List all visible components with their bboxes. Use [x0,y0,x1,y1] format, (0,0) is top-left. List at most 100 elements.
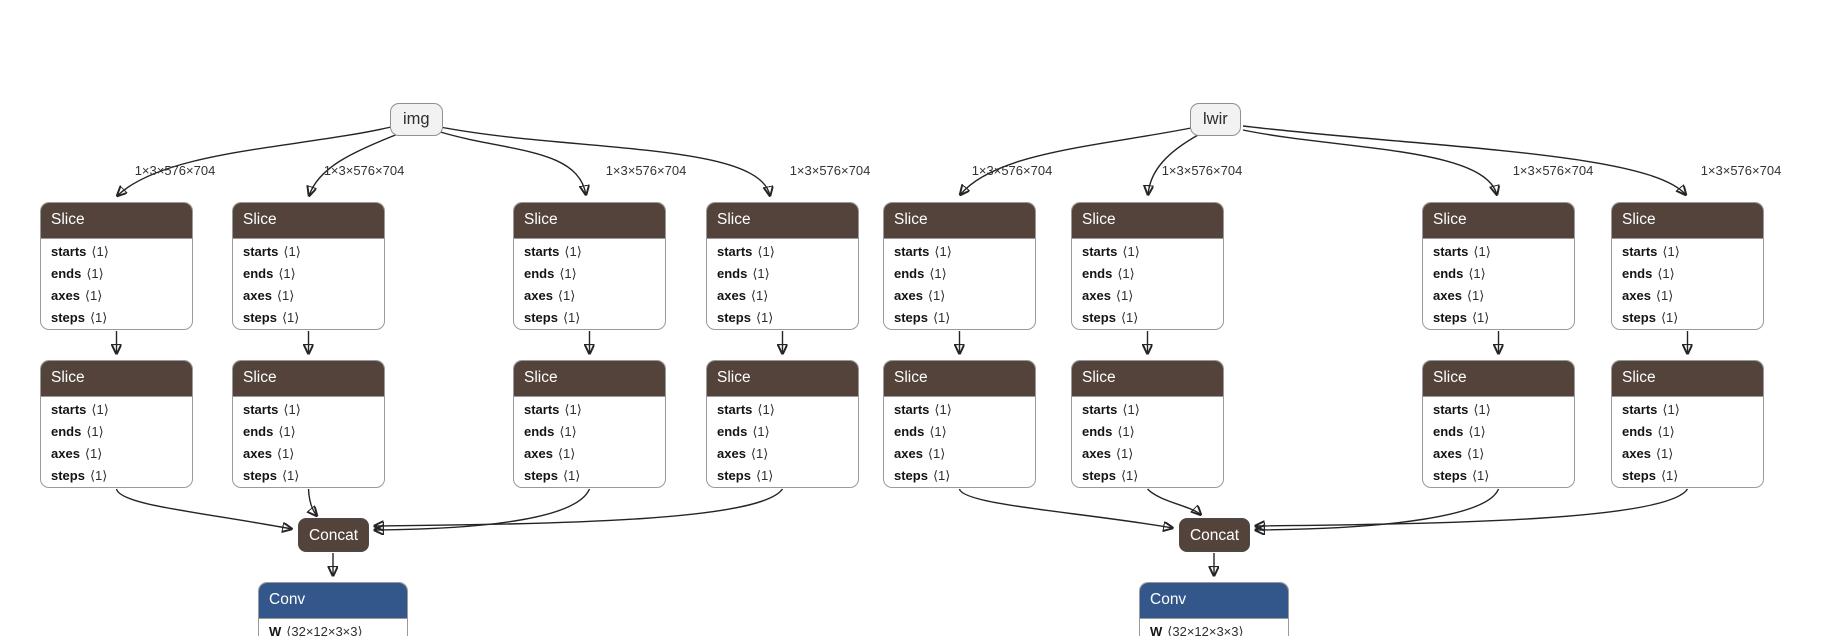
conv-node-title[interactable]: Conv [1140,583,1288,619]
attribute-value: ⟨1⟩ [276,288,295,303]
edge-tensor-shape-label: 1×3×576×704 [1512,163,1594,178]
conv-node-title[interactable]: Conv [259,583,407,619]
slice-node[interactable]: Slice starts⟨1⟩ ends⟨1⟩ axes⟨1⟩ steps⟨1⟩ [1611,360,1764,488]
slice-node-title[interactable]: Slice [707,203,858,239]
slice-node-title[interactable]: Slice [1612,203,1763,239]
attribute-value: ⟨1⟩ [1117,424,1135,439]
edge-lwir-to-slice6 [1148,134,1199,195]
slice-node[interactable]: Slice starts⟨1⟩ ends⟨1⟩ axes⟨1⟩ steps⟨1⟩ [513,202,666,330]
concat-node[interactable]: Concat [298,518,369,552]
attribute-value: ⟨1⟩ [1120,468,1139,483]
slice-node[interactable]: Slice starts⟨1⟩ ends⟨1⟩ axes⟨1⟩ steps⟨1⟩ [883,202,1036,330]
attribute-row-steps: steps⟨1⟩ [524,307,655,329]
slice-node[interactable]: Slice starts⟨1⟩ ends⟨1⟩ axes⟨1⟩ steps⟨1⟩ [706,360,859,488]
slice-node[interactable]: Slice starts⟨1⟩ ends⟨1⟩ axes⟨1⟩ steps⟨1⟩ [1071,360,1224,488]
slice-node-title[interactable]: Slice [41,361,192,397]
slice-node[interactable]: Slice starts⟨1⟩ ends⟨1⟩ axes⟨1⟩ steps⟨1⟩ [1422,202,1575,330]
attribute-value: ⟨1⟩ [752,424,770,439]
concat-node[interactable]: Concat [1179,518,1250,552]
slice-node[interactable]: Slice starts⟨1⟩ ends⟨1⟩ axes⟨1⟩ steps⟨1⟩ [706,202,859,330]
attribute-name: starts [1082,402,1118,417]
attribute-value: ⟨1⟩ [1657,424,1675,439]
attribute-row-ends: ends⟨1⟩ [894,263,1025,285]
slice-node[interactable]: Slice starts⟨1⟩ ends⟨1⟩ axes⟨1⟩ steps⟨1⟩ [40,202,193,330]
slice-node-title[interactable]: Slice [1072,361,1223,397]
attribute-name: starts [1433,244,1469,259]
attribute-row-ends: ends⟨1⟩ [894,421,1025,443]
attribute-value: ⟨1⟩ [752,266,770,281]
conv-node[interactable]: Conv W⟨32×12×3×3⟩ [1139,582,1289,636]
slice-node[interactable]: Slice starts⟨1⟩ ends⟨1⟩ axes⟨1⟩ steps⟨1⟩ [513,360,666,488]
slice-node[interactable]: Slice starts⟨1⟩ ends⟨1⟩ axes⟨1⟩ steps⟨1⟩ [1422,360,1575,488]
attribute-name: steps [243,468,277,483]
attribute-row-axes: axes⟨1⟩ [1082,285,1213,307]
conv-node[interactable]: Conv W⟨32×12×3×3⟩ [258,582,408,636]
attribute-row-starts: starts⟨1⟩ [1622,399,1753,421]
attribute-name: ends [243,424,274,439]
attribute-value: ⟨1⟩ [559,424,577,439]
attribute-name: axes [894,288,923,303]
attribute-name: steps [1082,310,1116,325]
attribute-name: axes [717,288,746,303]
attribute-value: ⟨1⟩ [283,244,301,259]
attribute-value: ⟨1⟩ [934,244,952,259]
attribute-row-ends: ends⟨1⟩ [1082,263,1213,285]
attribute-name: ends [51,266,82,281]
slice-node-title[interactable]: Slice [1423,203,1574,239]
slice-node-title[interactable]: Slice [707,361,858,397]
slice-node-title[interactable]: Slice [514,361,665,397]
slice-node-title[interactable]: Slice [514,203,665,239]
attribute-name: steps [894,468,928,483]
attribute-row-axes: axes⟨1⟩ [1622,285,1753,307]
attribute-name: ends [1622,424,1653,439]
slice-node[interactable]: Slice starts⟨1⟩ ends⟨1⟩ axes⟨1⟩ steps⟨1⟩ [1071,202,1224,330]
slice-node[interactable]: Slice starts⟨1⟩ ends⟨1⟩ axes⟨1⟩ steps⟨1⟩ [1611,202,1764,330]
attribute-row-starts: starts⟨1⟩ [894,399,1025,421]
edge-img-to-slice2 [309,133,399,196]
attribute-row-steps: steps⟨1⟩ [1433,465,1564,487]
slice-node-title[interactable]: Slice [1072,203,1223,239]
slice-node-title[interactable]: Slice [233,203,384,239]
attribute-name: axes [1622,288,1651,303]
attribute-name: axes [51,446,80,461]
slice-node-title[interactable]: Slice [41,203,192,239]
slice-node-title[interactable]: Slice [1612,361,1763,397]
slice-node[interactable]: Slice starts⟨1⟩ ends⟨1⟩ axes⟨1⟩ steps⟨1⟩ [232,202,385,330]
edge-slice7-to-concat [1255,488,1500,530]
attribute-row-steps: steps⟨1⟩ [1622,465,1753,487]
attribute-row-ends: ends⟨1⟩ [717,263,848,285]
attribute-name: starts [717,244,753,259]
attribute-name: steps [1433,468,1467,483]
slice-node-body: starts⟨1⟩ ends⟨1⟩ axes⟨1⟩ steps⟨1⟩ [1612,239,1763,329]
attribute-name: W [269,624,282,636]
attribute-name: axes [1433,446,1462,461]
attribute-value: ⟨1⟩ [557,288,576,303]
edge-slice4-to-concat [374,488,784,526]
attribute-value: ⟨1⟩ [929,266,947,281]
slice-node-body: starts⟨1⟩ ends⟨1⟩ axes⟨1⟩ steps⟨1⟩ [884,239,1035,329]
attribute-row-steps: steps⟨1⟩ [1433,307,1564,329]
attribute-value: ⟨1⟩ [1122,244,1140,259]
slice-node[interactable]: Slice starts⟨1⟩ ends⟨1⟩ axes⟨1⟩ steps⟨1⟩ [40,360,193,488]
attribute-name: starts [243,244,279,259]
attribute-value: ⟨1⟩ [1468,424,1486,439]
slice-node[interactable]: Slice starts⟨1⟩ ends⟨1⟩ axes⟨1⟩ steps⟨1⟩ [883,360,1036,488]
slice-node-title[interactable]: Slice [884,203,1035,239]
edge-tensor-shape-label: 1×3×576×704 [789,163,871,178]
attribute-value: ⟨1⟩ [278,424,296,439]
attribute-value: ⟨1⟩ [1660,310,1679,325]
attribute-name: starts [894,244,930,259]
attribute-value: ⟨1⟩ [91,244,109,259]
input-node-img[interactable]: img [390,103,443,136]
attribute-row-axes: axes⟨1⟩ [1433,443,1564,465]
slice-node-body: starts⟨1⟩ ends⟨1⟩ axes⟨1⟩ steps⟨1⟩ [1423,397,1574,487]
attribute-row-ends: ends⟨1⟩ [1622,263,1753,285]
slice-node[interactable]: Slice starts⟨1⟩ ends⟨1⟩ axes⟨1⟩ steps⟨1⟩ [232,360,385,488]
slice-node-body: starts⟨1⟩ ends⟨1⟩ axes⟨1⟩ steps⟨1⟩ [233,397,384,487]
slice-node-title[interactable]: Slice [233,361,384,397]
slice-node-body: starts⟨1⟩ ends⟨1⟩ axes⟨1⟩ steps⟨1⟩ [1423,239,1574,329]
input-node-lwir[interactable]: lwir [1190,103,1241,136]
slice-node-title[interactable]: Slice [1423,361,1574,397]
slice-node-title[interactable]: Slice [884,361,1035,397]
